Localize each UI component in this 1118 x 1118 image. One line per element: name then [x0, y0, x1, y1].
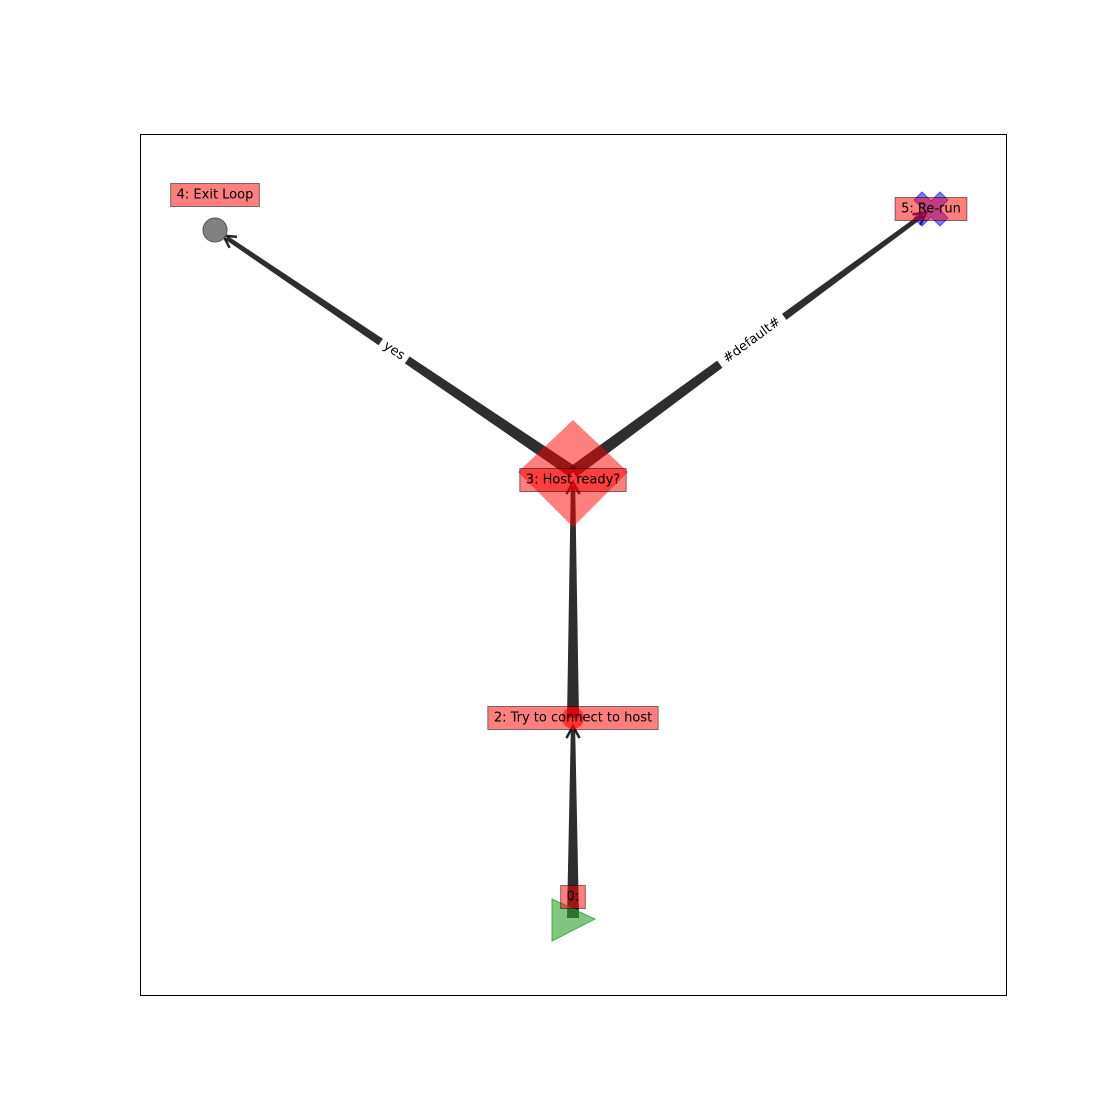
node-labels-layer: 0: 2: Try to connect to host 3: Host ready… [170, 183, 968, 909]
edge-labels-layer: yes#default# [375, 309, 790, 372]
node-label-text: 3: Host ready? [526, 473, 620, 488]
node-label-5: 5: Re-run [894, 197, 968, 221]
node-label-2: 2: Try to connect to host [487, 706, 659, 730]
plot-frame [140, 134, 1007, 996]
edges-layer [221, 211, 929, 918]
node-label-box [519, 468, 627, 492]
node-label-text: 2: Try to connect to host [494, 711, 652, 726]
node-label-box [170, 183, 260, 207]
node-label-box [560, 885, 586, 909]
node-label-box [894, 197, 968, 221]
edge-label-3-5: #default# [714, 309, 790, 372]
node-label-text: 5: Re-run [901, 202, 961, 217]
node-label-0: 0: [560, 885, 586, 909]
edge-label-background [375, 334, 413, 368]
node-label-text: 4: Exit Loop [177, 188, 254, 203]
node-label-3: 3: Host ready? [519, 468, 627, 492]
edge-label-text: #default# [720, 314, 783, 366]
node-marker-4 [202, 217, 228, 243]
edge-label-background [714, 309, 790, 372]
node-label-4: 4: Exit Loop [170, 183, 260, 207]
node-label-box [487, 706, 659, 730]
node-label-text: 0: [567, 890, 580, 905]
